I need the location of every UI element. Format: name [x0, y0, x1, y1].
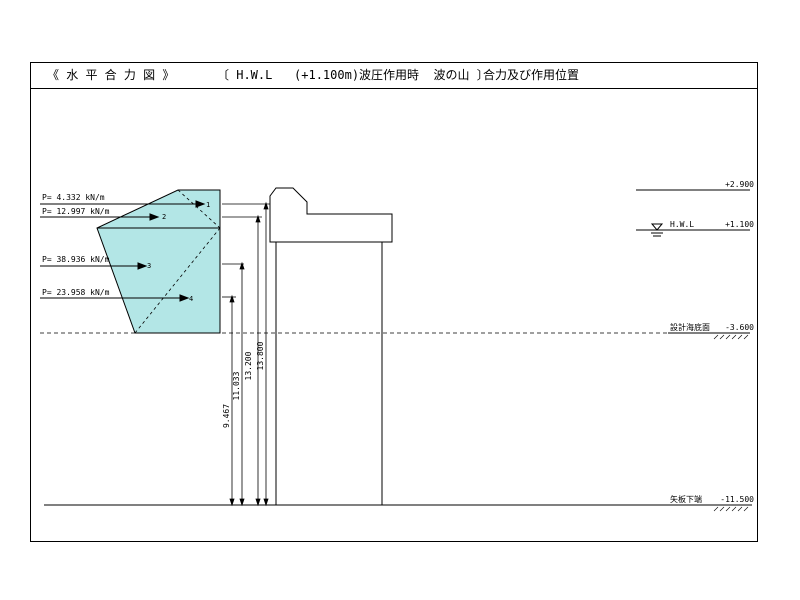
ground-hatch — [713, 334, 749, 512]
force-arrows — [40, 200, 206, 302]
force-2-label: P= 12.997 kN/m — [42, 207, 110, 216]
wave-pressure-polygon — [96, 189, 221, 334]
force-4-label: P= 23.958 kN/m — [42, 288, 110, 297]
force-4-index: 4 — [189, 295, 193, 303]
level-hwl-name: H.W.L — [670, 220, 694, 229]
force-1-label: P= 4.332 kN/m — [42, 193, 105, 202]
force-3-index: 3 — [147, 262, 151, 270]
diagram-subject: 合力及び作用位置 — [483, 68, 580, 82]
dim-11033: 11.033 — [232, 371, 241, 400]
level-hwl-value: +1.100 — [725, 220, 754, 229]
wall-structure — [269, 187, 393, 505]
title-bar: 《 水 平 合 力 図 》 〔 H.W.L (+1.100m)波圧作用時 波の山… — [31, 63, 757, 89]
drawing-frame: 《 水 平 合 力 図 》 〔 H.W.L (+1.100m)波圧作用時 波の山… — [30, 62, 758, 542]
force-1-index: 1 — [206, 201, 210, 209]
level-pile-toe-name: 矢板下端 — [670, 494, 702, 504]
diagram-title: 《 水 平 合 力 図 》 — [47, 68, 175, 82]
dimension-texts: 9.467 11.033 13.200 13.800 — [222, 341, 265, 428]
dim-13200: 13.200 — [244, 351, 253, 380]
force-labels: P= 4.332 kN/m P= 12.997 kN/m P= 38.936 k… — [42, 193, 210, 303]
level-markers — [636, 189, 750, 334]
force-3-label: P= 38.936 kN/m — [42, 255, 110, 264]
level-seabed-name: 設計海底面 — [670, 322, 710, 332]
dim-9467: 9.467 — [222, 404, 231, 428]
dim-13800: 13.800 — [256, 341, 265, 370]
dimension-lines — [222, 201, 270, 507]
force-2-index: 2 — [162, 213, 166, 221]
level-labels: +2.900 H.W.L +1.100 設計海底面 -3.600 矢板下端 -1… — [670, 180, 754, 504]
pressure-division-lines — [134, 189, 221, 334]
level-seabed-value: -3.600 — [725, 323, 754, 332]
level-top-value: +2.900 — [725, 180, 754, 189]
level-pile-toe-value: -11.500 — [720, 495, 754, 504]
load-condition: 〔 H.W.L (+1.100m)波圧作用時 波の山 〕 — [217, 68, 489, 82]
